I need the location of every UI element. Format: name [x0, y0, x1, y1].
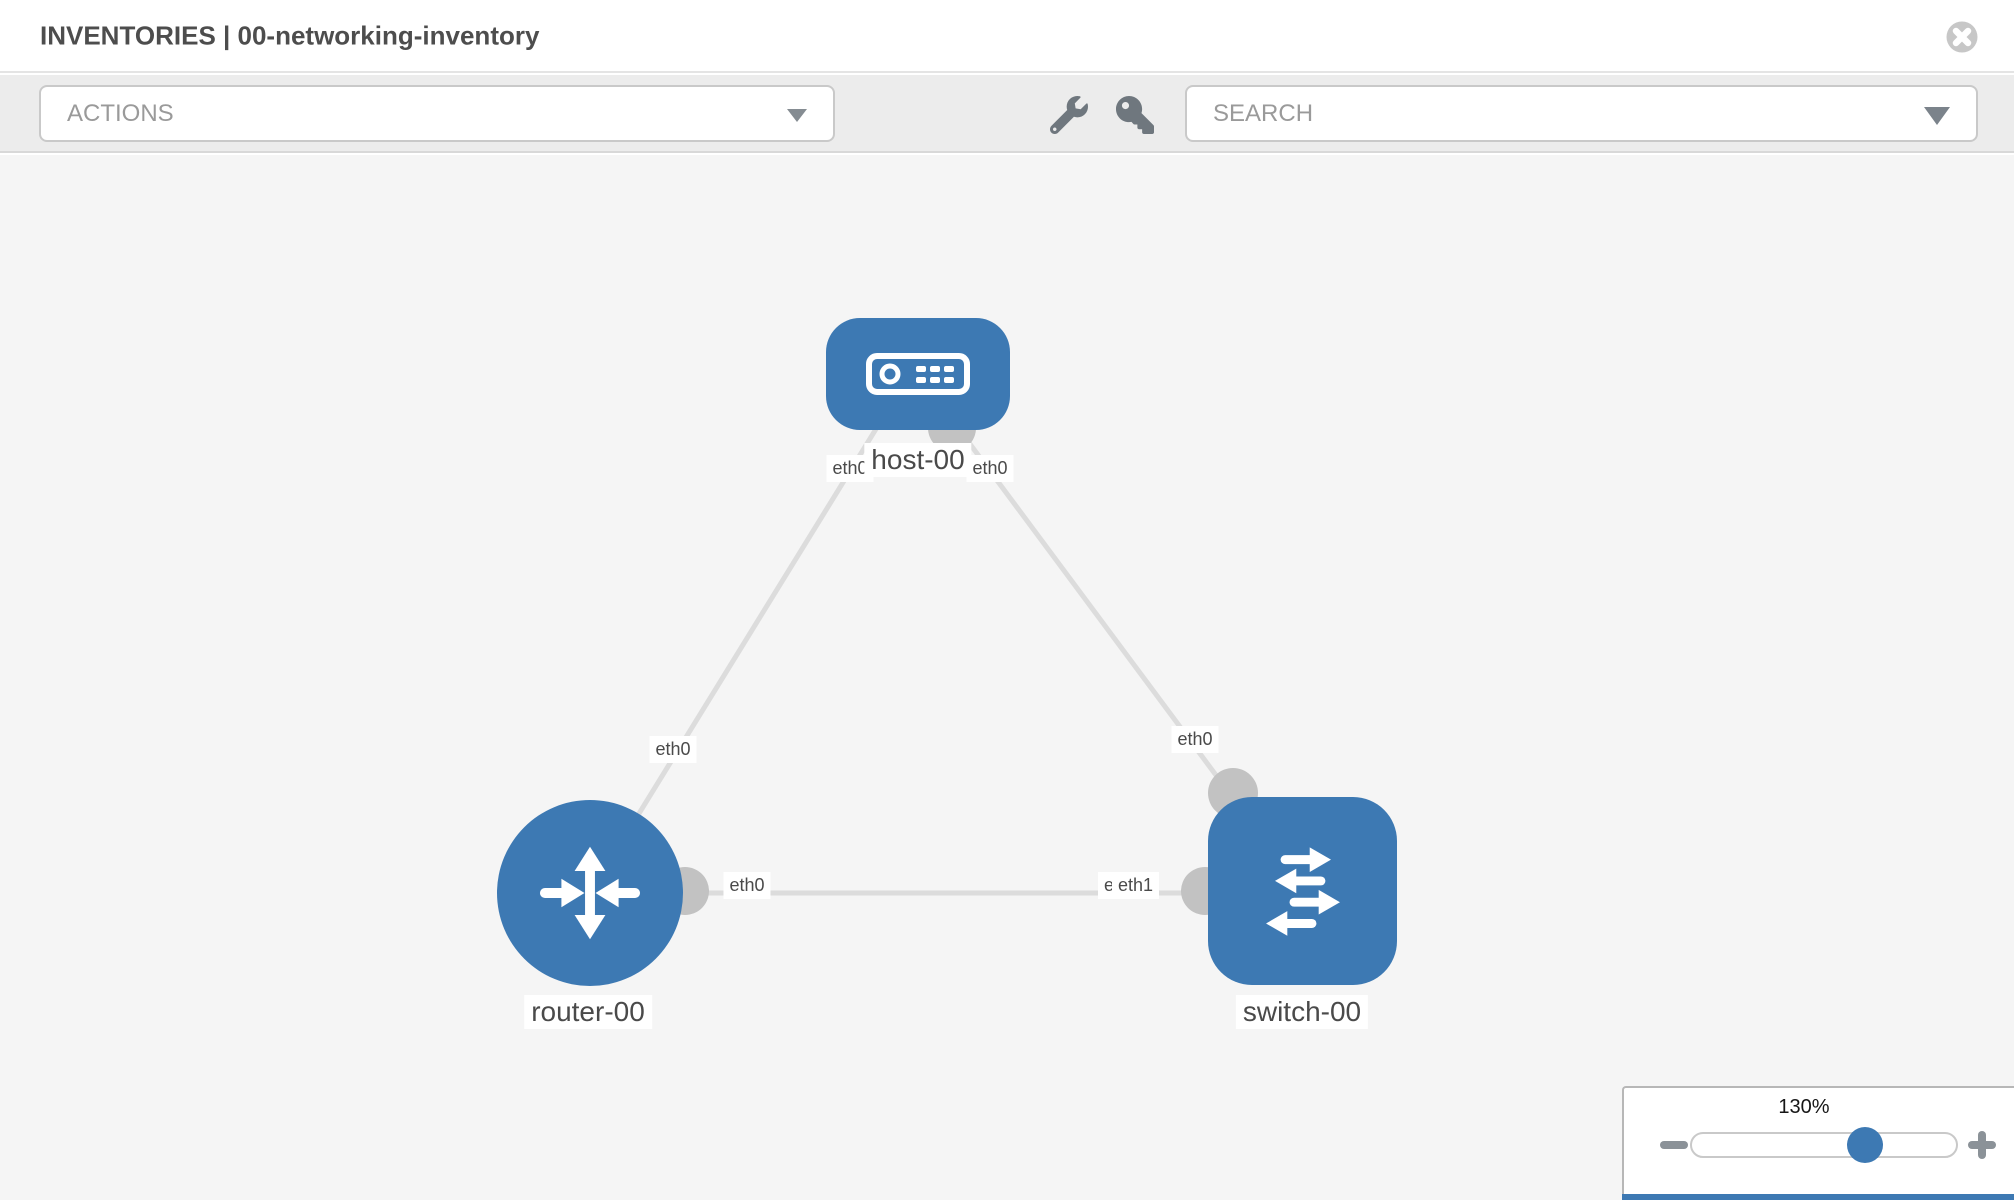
toolbar: ACTIONS SEARCH — [0, 75, 2014, 153]
node-host-00[interactable] — [826, 318, 1010, 430]
key-legend-button[interactable] — [1116, 96, 1154, 134]
close-button[interactable] — [1945, 20, 1979, 54]
actions-dropdown[interactable]: ACTIONS — [39, 85, 835, 142]
interface-label: eth0 — [723, 872, 771, 899]
bottom-panel-edge — [1622, 1194, 2014, 1200]
search-dropdown[interactable]: SEARCH — [1185, 85, 1978, 142]
router-icon — [539, 846, 641, 940]
header-bar: INVENTORIES | 00-networking-inventory — [0, 0, 2014, 73]
zoom-out-button[interactable] — [1660, 1141, 1688, 1149]
zoom-control-panel: 130% — [1622, 1086, 2014, 1200]
node-label-router: router-00 — [524, 995, 652, 1030]
switch-icon — [1265, 847, 1340, 936]
zoom-slider-thumb[interactable] — [1847, 1127, 1883, 1163]
node-switch-00[interactable] — [1208, 797, 1397, 985]
interface-label: eth1 — [1112, 872, 1160, 899]
zoom-slider-track[interactable] — [1690, 1132, 1958, 1158]
chevron-down-icon — [1924, 106, 1950, 125]
interface-label: eth0 — [1171, 726, 1219, 753]
chevron-down-icon — [787, 108, 807, 122]
actions-dropdown-label: ACTIONS — [67, 99, 174, 127]
wrench-icon — [1049, 95, 1088, 135]
node-label-switch: switch-00 — [1235, 995, 1369, 1030]
times-circle-icon — [1946, 21, 1978, 53]
page-title: INVENTORIES | 00-networking-inventory — [40, 20, 540, 50]
host-icon — [866, 353, 970, 395]
interface-label: eth0 — [649, 736, 697, 763]
key-icon — [1116, 96, 1154, 134]
zoom-level-value: 130% — [1778, 1096, 1830, 1118]
zoom-in-button[interactable] — [1968, 1131, 1996, 1159]
interface-label: eth0 — [966, 455, 1014, 482]
search-dropdown-label: SEARCH — [1213, 99, 1314, 127]
node-router-00[interactable] — [497, 800, 683, 986]
topology-canvas[interactable]: eth0 eth0 eth0 eth0 eth0 eth0 eth1 host-… — [0, 155, 2014, 1200]
topology-links-layer — [587, 368, 1305, 915]
configure-button[interactable] — [1049, 95, 1088, 135]
node-label-host: host-00 — [864, 443, 972, 478]
